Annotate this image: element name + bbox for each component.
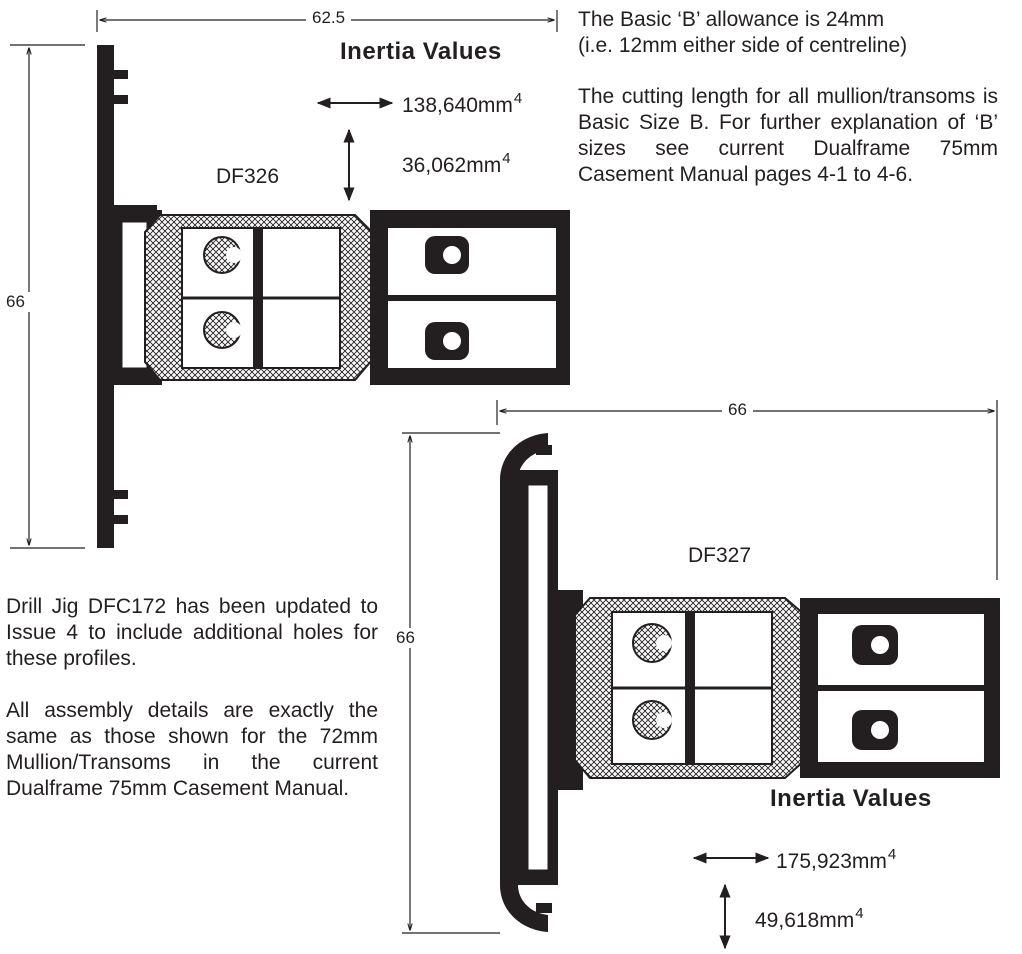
intro-text: The Basic ‘B’ allowance is 24mm (i.e. 12… [578,7,998,188]
df326-profile [97,45,570,548]
df326-code: DF326 [216,165,280,188]
df327-height-label: 66 [390,628,421,648]
df326-width-label: 62.5 [306,8,352,28]
df327-horizontal-exponent: 4 [887,846,897,863]
df326-vertical-value: 36,062mm [402,154,502,177]
df326-vertical-exponent: 4 [502,150,511,167]
df326-vertical-inertia: 36,062mm4 [402,150,511,178]
df326-horizontal-exponent: 4 [513,90,523,107]
df327-width-label: 66 [722,400,753,420]
df326-horizontal-value: 138,640mm [402,94,513,117]
df326-height-label: 66 [0,292,31,312]
intro-line-1: The Basic ‘B’ allowance is 24mm [578,8,885,31]
df327-vertical-exponent: 4 [855,905,864,922]
df327-profile [500,433,1000,932]
notes: Drill Jig DFC172 has been updated to Iss… [6,594,378,802]
df327-vertical-inertia: 49,618mm4 [755,905,864,933]
df326-inertia-heading: Inertia Values [340,38,502,65]
df326-horizontal-inertia: 138,640mm4 [402,90,522,118]
drill-jig-note: Drill Jig DFC172 has been updated to Iss… [6,595,378,670]
df327-code: DF327 [688,544,752,567]
df327-height-dimension [402,432,500,934]
intro-line-2: (i.e. 12mm either side of centreline) [578,34,908,57]
df327-horizontal-value: 175,923mm [776,850,887,873]
df327-horizontal-inertia: 175,923mm4 [776,846,896,874]
df327-vertical-value: 49,618mm [755,909,855,932]
df327-inertia-heading: Inertia Values [770,785,932,812]
intro-cutting-paragraph: The cutting length for all mullion/trans… [578,85,998,186]
assembly-note: All assembly details are exactly the sam… [6,699,378,800]
